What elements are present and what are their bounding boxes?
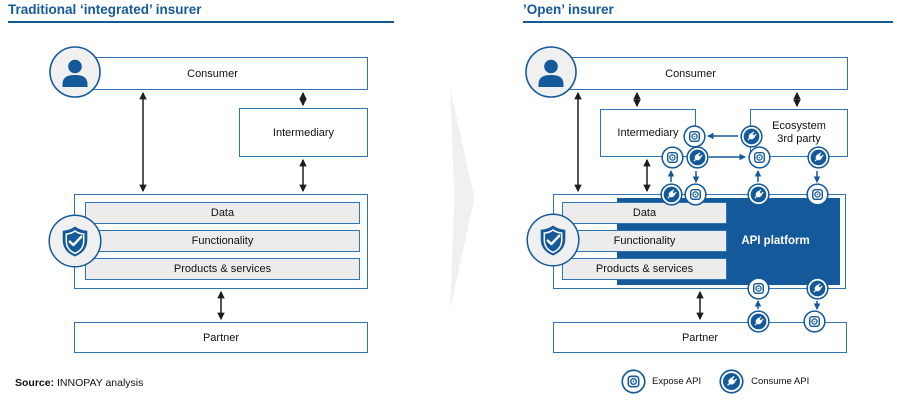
expose-api-icon: [683, 125, 706, 148]
right-ecosystem-label-line2: 3rd party: [777, 133, 821, 145]
legend: Expose API Consume API: [621, 369, 809, 394]
source-note: Source: INNOPAY analysis: [15, 377, 143, 389]
left-layer-data: Data: [85, 202, 360, 224]
left-panel-title: Traditional ‘integrated’ insurer: [8, 2, 394, 23]
consume-api-icon: [807, 146, 830, 169]
right-layer-data: Data: [562, 202, 727, 224]
person-icon: [49, 46, 101, 98]
left-intermediary-label: Intermediary: [272, 126, 335, 139]
consume-api-icon: [719, 369, 744, 394]
consume-api-icon: [747, 183, 770, 206]
left-intermediary-box: Intermediary: [239, 108, 368, 157]
consume-api-icon: [660, 183, 683, 206]
left-layer-functionality: Functionality: [85, 230, 360, 252]
left-partner-label: Partner: [202, 331, 240, 344]
consume-api-icon: [806, 277, 829, 300]
expose-api-icon: [806, 183, 829, 206]
consume-api-icon: [747, 310, 770, 333]
right-intermediary-box: Intermediary: [600, 109, 696, 157]
right-panel-title: ’Open’ insurer: [523, 2, 893, 23]
left-consumer-label: Consumer: [187, 67, 238, 80]
api-platform-label: API platform: [741, 235, 810, 247]
left-layer-functionality-label: Functionality: [191, 235, 254, 247]
right-intermediary-label: Intermediary: [617, 127, 679, 139]
legend-expose-label: Expose API: [652, 376, 702, 387]
right-layer-functionality: Functionality: [562, 230, 727, 252]
right-consumer-box: Consumer: [533, 57, 848, 90]
right-consumer-label: Consumer: [665, 67, 716, 80]
right-layer-products-label: Products & services: [595, 263, 694, 275]
expose-api-icon: [661, 146, 684, 169]
expose-api-icon: [748, 146, 771, 169]
left-consumer-box: Consumer: [57, 57, 368, 90]
left-partner-box: Partner: [74, 322, 368, 353]
right-partner-label: Partner: [681, 331, 719, 344]
source-label: Source:: [15, 377, 55, 389]
left-layer-data-label: Data: [210, 207, 235, 219]
left-layer-products-label: Products & services: [173, 263, 272, 275]
expose-api-icon: [803, 310, 826, 333]
consume-api-icon: [740, 125, 763, 148]
expose-api-icon: [621, 369, 646, 394]
right-layer-functionality-label: Functionality: [613, 235, 676, 247]
right-ecosystem-label-line1: Ecosystem: [772, 120, 826, 132]
left-layer-products: Products & services: [85, 258, 360, 280]
right-layer-data-label: Data: [632, 207, 657, 219]
shield-check-icon: [526, 213, 580, 267]
transition-chevron-icon: [450, 88, 475, 310]
expose-api-icon: [747, 277, 770, 300]
right-layer-products: Products & services: [562, 258, 727, 280]
consume-api-icon: [686, 146, 709, 169]
expose-api-icon: [684, 183, 707, 206]
legend-consume-label: Consume API: [751, 376, 810, 387]
source-text: INNOPAY analysis: [57, 377, 144, 389]
shield-check-icon: [48, 214, 102, 268]
right-partner-box: Partner: [553, 322, 847, 353]
person-icon: [525, 46, 577, 98]
